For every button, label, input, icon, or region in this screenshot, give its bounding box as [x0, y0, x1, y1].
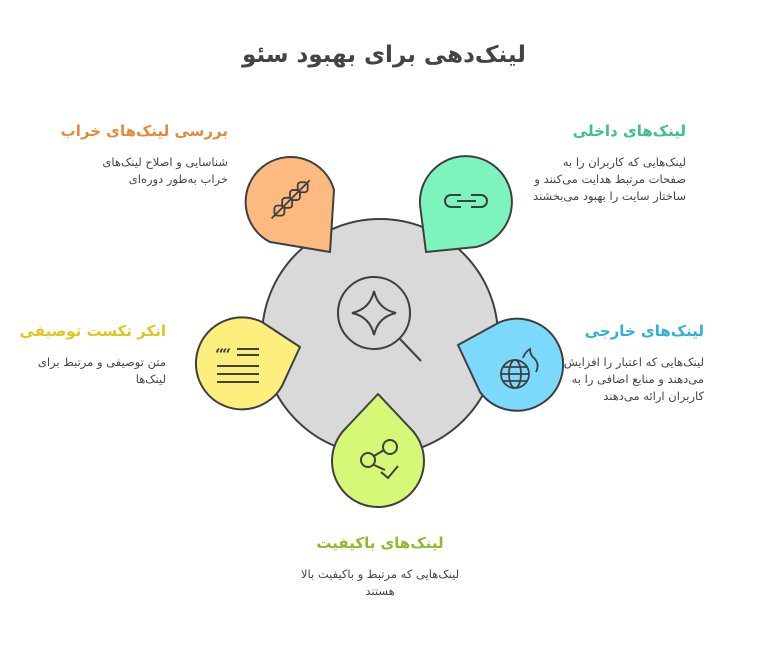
item-broken-links: بررسی لینک‌های خراب شناسایی و اصلاح لینک… [60, 122, 228, 188]
item-description: لینک‌هایی که کاربران را به صفحات مرتبط ه… [533, 155, 686, 203]
broken-chain-icon [270, 179, 311, 220]
item-description: شناسایی و اصلاح لینک‌های خراب به‌طور دور… [102, 155, 228, 186]
link-icon [444, 194, 488, 208]
petal-anchor-text [195, 316, 301, 411]
search-sparkle-icon [337, 276, 422, 362]
item-anchor-text: انکر تکست توصیفی متن توصیفی و مرتبط برای… [20, 322, 166, 388]
petal-quality-links [331, 393, 425, 508]
item-title: انکر تکست توصیفی [19, 322, 166, 340]
diagram-title: لینک‌دهی برای بهبود سئو [242, 42, 526, 68]
item-quality-links: لینک‌های باکیفیت لینک‌هایی که مرتبط و با… [270, 534, 490, 600]
quote-text-icon: “ “ [215, 345, 259, 383]
share-check-icon [360, 439, 399, 480]
item-title: لینک‌های خارجی [584, 322, 704, 340]
item-description: لینک‌هایی که اعتبار را افزایش می‌دهند و … [563, 355, 704, 403]
item-title: بررسی لینک‌های خراب [60, 122, 228, 140]
svg-text:“: “ [222, 345, 231, 364]
petal-broken-links [244, 156, 335, 253]
petal-internal-links [418, 155, 513, 253]
item-title: لینک‌های باکیفیت [316, 534, 444, 552]
globe-fire-icon [500, 347, 539, 389]
item-description: متن توصیفی و مرتبط برای لینک‌ها [37, 355, 166, 386]
item-description: لینک‌هایی که مرتبط و باکیفیت بالا هستند [300, 567, 460, 598]
item-internal-links: لینک‌های داخلی لینک‌هایی که کاربران را ب… [524, 122, 686, 205]
item-external-links: لینک‌های خارجی لینک‌هایی که اعتبار را اف… [560, 322, 704, 405]
svg-text:“: “ [215, 345, 224, 364]
item-title: لینک‌های داخلی [572, 122, 686, 140]
